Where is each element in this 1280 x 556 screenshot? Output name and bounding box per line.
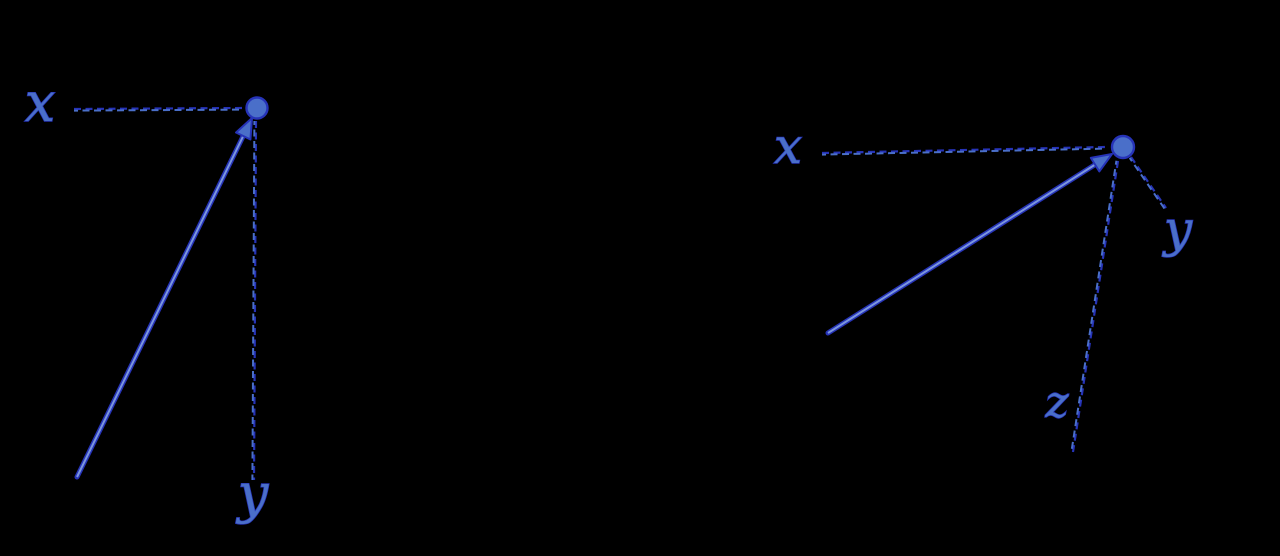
axis-y-dashed-line-overlay <box>1128 157 1166 210</box>
axis-y-dashed-line-overlay <box>251 120 256 480</box>
vector-arrow-shaft <box>827 161 1099 334</box>
axis-x-label: x <box>25 71 55 134</box>
axis-y-label: y <box>236 462 270 525</box>
axis-x-dashed-line <box>821 145 1107 155</box>
axis-z-dashed-line-overlay <box>1070 160 1118 452</box>
axis-y-dashed-line <box>252 120 258 481</box>
point-marker <box>245 96 269 120</box>
axis-x-dashed-line-overlay <box>822 147 1107 156</box>
axis-y-label: y <box>1162 200 1193 258</box>
axis-x-label: x <box>774 117 802 175</box>
axis-x-dashed-line <box>73 106 244 111</box>
axis-x-dashed-line-overlay <box>74 108 244 112</box>
right-vector-3d: x y z <box>773 116 1194 453</box>
vector-arrowhead <box>1089 153 1113 173</box>
left-vector-2d: xy <box>24 70 270 525</box>
axis-z-label: z <box>1044 377 1069 428</box>
axis-z-dashed-line <box>1071 160 1120 453</box>
vector-arrow-shaft <box>76 131 246 478</box>
vector-arrowhead <box>235 117 253 141</box>
point-marker <box>1110 134 1136 160</box>
axis-y-dashed-line <box>1130 156 1167 209</box>
